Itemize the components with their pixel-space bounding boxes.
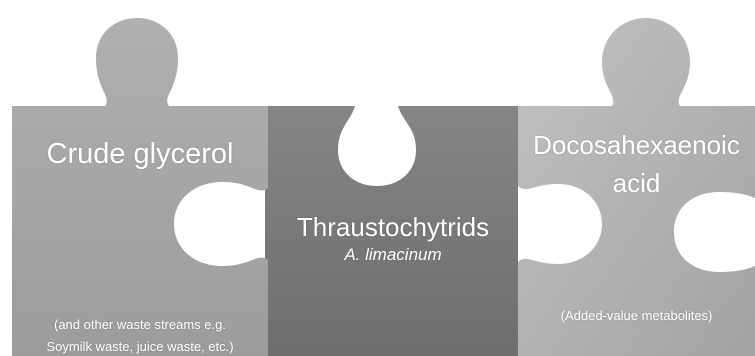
a-limacinum-subtitle: A. limacinum (268, 245, 518, 265)
dha-title-line2: acid (518, 168, 755, 199)
dha-title-line1: Docosahexaenoic (518, 130, 755, 161)
added-value-note: (Added-value metabolites) (518, 305, 755, 327)
left-puzzle-piece (12, 18, 268, 356)
crude-glycerol-title: Crude glycerol (12, 138, 268, 171)
waste-streams-note: (and other waste streams e.g. Soymilk wa… (12, 314, 268, 356)
waste-streams-note-line2: Soymilk waste, juice waste, etc.) (12, 336, 268, 356)
waste-streams-note-line1: (and other waste streams e.g. (12, 314, 268, 336)
thraustochytrids-title: Thraustochytrids (268, 212, 518, 243)
